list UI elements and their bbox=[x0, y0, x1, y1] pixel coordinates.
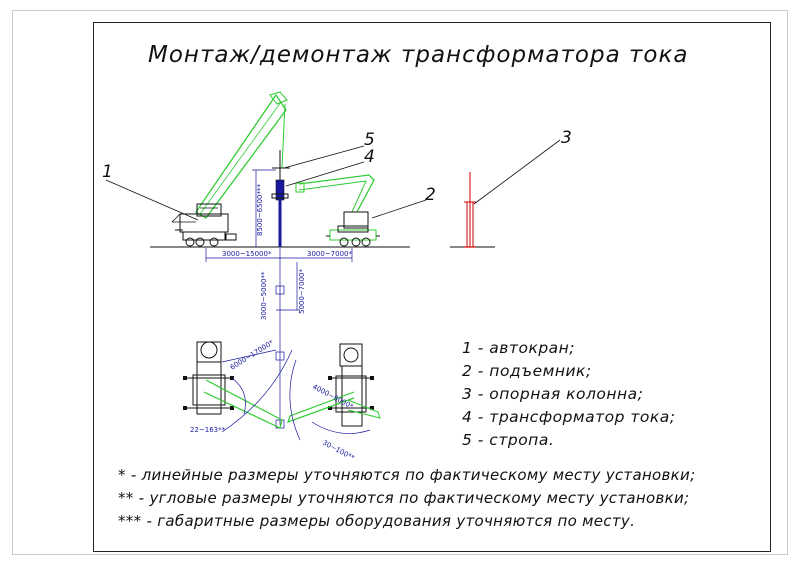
legend-item: 4 - трансформатор тока; bbox=[462, 408, 676, 426]
dim-left-span: 3000~15000* bbox=[222, 250, 272, 258]
sheet-border bbox=[12, 10, 788, 555]
dim-radius2: 4000~8000* bbox=[311, 383, 355, 411]
dim-radius1: 6000~17000* bbox=[229, 338, 276, 371]
autocrane-side-view bbox=[171, 91, 290, 247]
support-column bbox=[464, 172, 476, 248]
drawing-frame bbox=[93, 22, 771, 552]
callout-5: 5 bbox=[364, 130, 375, 150]
legend-item: 2 - подъемник; bbox=[462, 362, 592, 380]
callout-4: 4 bbox=[364, 147, 375, 167]
aerial-lift-side-view bbox=[295, 174, 380, 247]
dim-angle1: 22~163** bbox=[190, 426, 226, 434]
dim-right-span: 3000~7000* bbox=[307, 250, 352, 258]
notes-list: * - линейные размеры уточняются по факти… bbox=[118, 464, 695, 533]
plan-view-guides bbox=[275, 262, 300, 429]
dim-plan-v1: 3000~5000** bbox=[260, 271, 268, 320]
dim-plan-v2: 5000~7000* bbox=[298, 269, 306, 314]
autocrane-plan-view bbox=[183, 341, 293, 433]
legend-item: 5 - стропа. bbox=[462, 431, 555, 449]
note-item: * - линейные размеры уточняются по факти… bbox=[118, 466, 696, 484]
callout-leaders bbox=[105, 139, 561, 221]
callout-2: 2 bbox=[425, 185, 436, 205]
legend-list: 1 - автокран; 2 - подъемник; 3 - опорная… bbox=[462, 337, 675, 452]
legend-item: 3 - опорная колонна; bbox=[462, 385, 644, 403]
note-item: *** - габаритные размеры оборудования ут… bbox=[118, 512, 636, 530]
legend-item: 1 - автокран; bbox=[462, 339, 576, 357]
side-view-dimensions bbox=[205, 169, 353, 262]
note-item: ** - угловые размеры уточняются по факти… bbox=[118, 489, 690, 507]
current-transformer-side bbox=[271, 150, 289, 247]
lift-plan-view bbox=[287, 343, 381, 441]
dim-height: 8500~6500*** bbox=[256, 184, 264, 236]
drawing-title: Монтаж/демонтаж трансформатора тока bbox=[148, 42, 689, 68]
callout-3: 3 bbox=[561, 128, 572, 148]
callout-1: 1 bbox=[102, 162, 113, 182]
dim-angle2: 30~100** bbox=[321, 439, 356, 463]
